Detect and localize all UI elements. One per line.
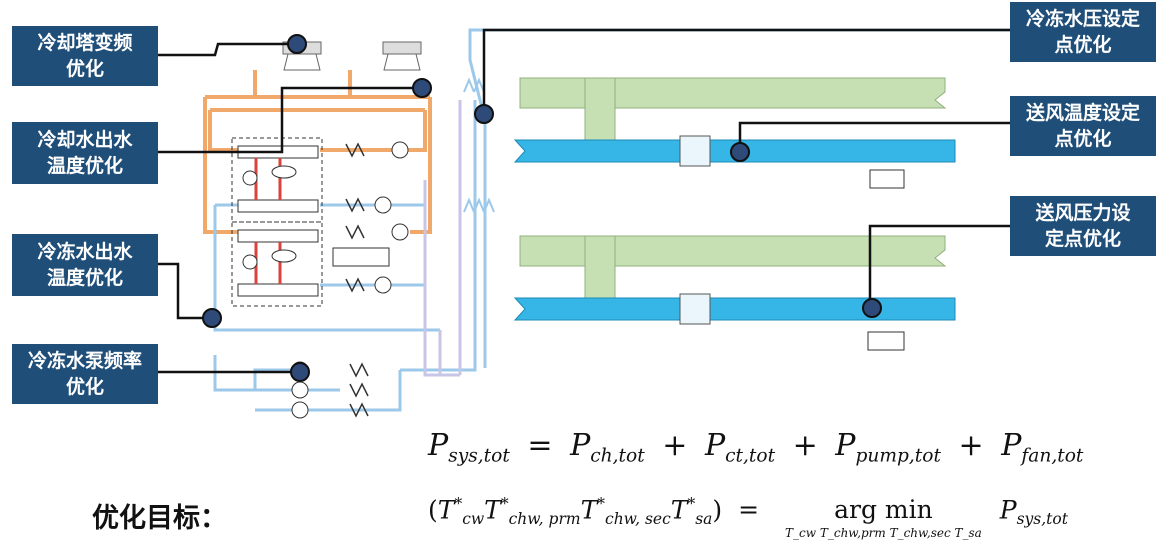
label-cooling-tower-freq: 冷却塔变频 优化 [12,26,158,86]
label-chilled-pressure-setpoint: 冷冻水压设定 点优化 [1010,2,1156,62]
label-supply-air-pressure-setpoint: 送风压力设 定点优化 [1010,196,1156,256]
marker-chilled-pump [290,362,310,382]
marker-supply-air-pressure [862,298,882,318]
check-valves [345,142,369,418]
marker-cooling-tower [287,34,307,54]
equation-total-power: Psys,tot = Pch,tot + Pct,tot + Ppump,tot… [428,428,1084,467]
label-cooling-water-temp: 冷却水出水 温度优化 [12,122,158,184]
label-chilled-water-temp: 冷冻水出水 温度优化 [12,234,158,296]
marker-chilled-pressure [474,104,494,124]
label-supply-air-temp-setpoint: 送风温度设定 点优化 [1010,96,1156,156]
callout-markers [202,34,882,382]
secondary-pipes [423,100,462,377]
distribution-arrows [463,77,495,213]
objective-title: 优化目标： [92,503,227,534]
cooling-tower-2 [382,41,422,71]
marker-chilled-water [202,308,222,328]
ahu-1 [513,77,956,189]
equation-argmin: (T*cwT*chw, prmT*chw, secT*sa) = arg min… [428,495,1068,540]
chiller-unit-1 [231,137,323,223]
chiller-unit-2 [231,221,390,307]
argmin-operator: arg min T_cw T_chw,prm T_chw,sec T_sa [785,495,982,540]
pumps [291,141,409,419]
label-chilled-pump-freq: 冷冻水泵频率 优化 [12,344,158,404]
ahu-2 [513,235,956,351]
callout-lines [158,28,1010,374]
marker-supply-air-temp [730,142,750,162]
marker-cooling-water [412,78,432,98]
